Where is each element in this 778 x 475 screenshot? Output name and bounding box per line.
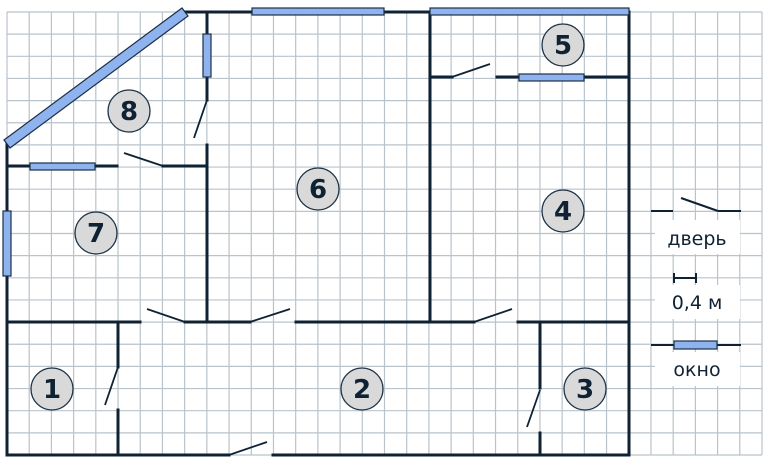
room-badge-2: 2 [340, 367, 384, 411]
room-number: 5 [554, 31, 572, 61]
legend-scale-label: 0,4 м [672, 292, 723, 314]
door-6-2 [249, 308, 291, 323]
window-7-top [29, 162, 96, 171]
window-7-left [2, 210, 12, 277]
door-5-4 [451, 63, 491, 78]
room-number: 1 [43, 375, 61, 405]
room-badge-4: 4 [541, 189, 585, 233]
room-badge-3: 3 [563, 367, 607, 411]
room-badge-6: 6 [296, 167, 340, 211]
legend-window-icon [673, 340, 718, 350]
windows [2, 7, 630, 277]
room-badge-5: 5 [541, 23, 585, 67]
window-top-5 [429, 7, 630, 16]
door-8-6 [193, 99, 208, 139]
room-number: 8 [120, 97, 138, 127]
door-8-7 [123, 152, 164, 167]
room-number: 3 [576, 375, 594, 405]
doors [104, 63, 541, 456]
door-7-2 [146, 308, 186, 323]
legend: дверь 0,4 м окно [651, 197, 741, 386]
room-number: 7 [87, 219, 105, 249]
room-number: 6 [309, 175, 327, 205]
door-entrance [228, 441, 268, 456]
window-5-bottom [518, 73, 585, 82]
legend-door-swing [680, 197, 719, 212]
grid [6, 11, 763, 456]
door-1-2 [104, 366, 119, 406]
room-badges: 1 2 3 4 5 6 7 8 [30, 23, 607, 411]
legend-window-label: окно [673, 359, 720, 381]
room-number: 2 [353, 375, 371, 405]
window-8-right [202, 33, 212, 78]
door-3-2 [526, 389, 541, 428]
legend-door-label: дверь [667, 228, 726, 250]
room-badge-1: 1 [30, 367, 74, 411]
door-4-2 [473, 308, 513, 323]
room-badge-8: 8 [107, 89, 151, 133]
room-badge-7: 7 [74, 211, 118, 255]
room-number: 4 [554, 197, 572, 227]
window-top-6 [251, 7, 385, 16]
window-8-diagonal [3, 7, 189, 149]
